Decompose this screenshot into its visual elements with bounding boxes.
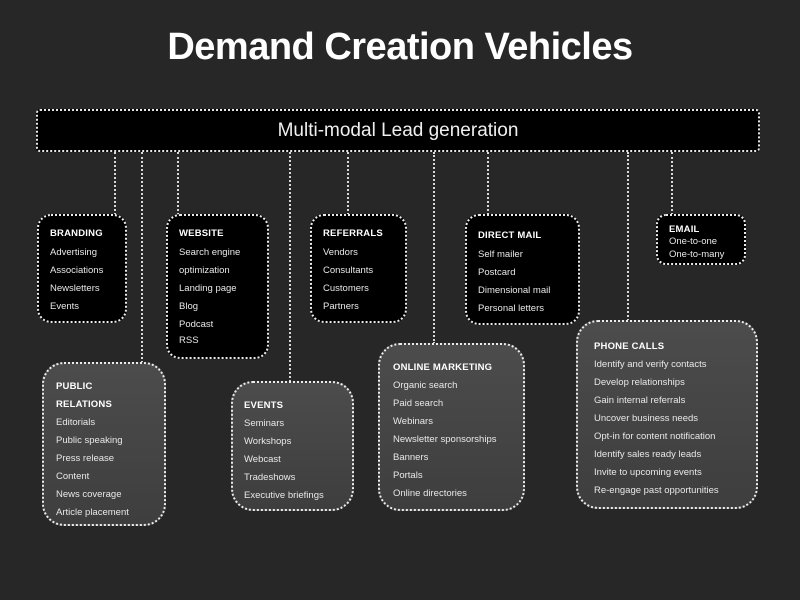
connector-public-relations [141,152,143,363]
list-item: Uncover business needs [594,413,699,424]
node-title: EMAIL [669,224,700,235]
node-direct-mail: DIRECT MAIL Self mailer Postcard Dimensi… [465,214,580,325]
node-title: REFERRALS [323,228,383,239]
list-item: Press release [56,453,115,464]
node-website: WEBSITE Search engine optimization Landi… [166,214,269,359]
list-item: Online directories [393,488,467,499]
list-item: Paid search [393,398,444,409]
node-branding: BRANDING Advertising Associations Newsle… [37,214,127,323]
list-item: Dimensional mail [478,285,551,296]
node-title: ONLINE MARKETING [393,362,493,373]
list-item: Webinars [393,416,433,427]
list-item: Self mailer [478,249,523,260]
list-item: Banners [393,452,429,463]
connector-email [671,152,673,215]
node-title-line-2: RELATIONS [56,399,112,410]
list-item: Webcast [244,454,281,465]
node-title: EVENTS [244,400,284,411]
list-item: Opt-in for content notification [594,431,716,442]
list-item: Postcard [478,267,516,278]
connector-referrals [347,152,349,215]
list-item: Newsletters [50,283,100,294]
root-node-lead-generation: Multi-modal Lead generation [36,109,760,152]
node-email: EMAIL One-to-one One-to-many [656,214,746,265]
connector-branding [114,152,116,215]
list-item: Events [50,301,80,312]
list-item: Landing page [179,283,237,294]
list-item: Advertising [50,247,97,258]
list-item: Search engine [179,247,241,258]
list-item: News coverage [56,489,122,500]
list-item: Customers [323,283,369,294]
list-item: Blog [179,301,199,312]
list-item: Workshops [244,436,292,447]
list-item: RSS [179,335,199,346]
list-item: Executive briefings [244,490,324,501]
list-item: Public speaking [56,435,123,446]
connector-direct-mail [487,152,489,215]
list-item: Editorials [56,417,96,428]
list-item: One-to-many [669,249,725,260]
node-title: WEBSITE [179,228,224,239]
list-item: Invite to upcoming events [594,467,702,478]
node-referrals: REFERRALS Vendors Consultants Customers … [310,214,407,323]
list-item: One-to-one [669,236,718,247]
connector-phone-calls [627,152,629,321]
connector-events [289,152,291,382]
connector-online-marketing [433,152,435,344]
node-online-marketing: ONLINE MARKETING Organic search Paid sea… [378,343,525,511]
node-public-relations: PUBLIC RELATIONS Editorials Public speak… [42,362,166,526]
list-item: Consultants [323,265,374,276]
connector-website [177,152,179,215]
list-item: Seminars [244,418,285,429]
list-item: Organic search [393,380,458,391]
page-title: Demand Creation Vehicles [167,26,633,68]
list-item: Newsletter sponsorships [393,434,497,445]
list-item: Develop relationships [594,377,685,388]
node-title: BRANDING [50,228,103,239]
list-item: Vendors [323,247,358,258]
node-events: EVENTS Seminars Workshops Webcast Trades… [231,381,354,511]
list-item: Article placement [56,507,129,518]
node-title: PHONE CALLS [594,341,665,352]
list-item: Tradeshows [244,472,296,483]
list-item: Partners [323,301,359,312]
list-item: Identify and verify contacts [594,359,707,370]
list-item: Content [56,471,90,482]
list-item: Gain internal referrals [594,395,686,406]
list-item: Podcast [179,319,214,330]
node-title-line-1: PUBLIC [56,381,93,392]
node-title: DIRECT MAIL [478,230,542,241]
list-item: Re-engage past opportunities [594,485,719,496]
list-item: Identify sales ready leads [594,449,702,460]
list-item: optimization [179,265,230,276]
node-phone-calls: PHONE CALLS Identify and verify contacts… [576,320,758,509]
list-item: Associations [50,265,104,276]
list-item: Portals [393,470,423,481]
list-item: Personal letters [478,303,545,314]
